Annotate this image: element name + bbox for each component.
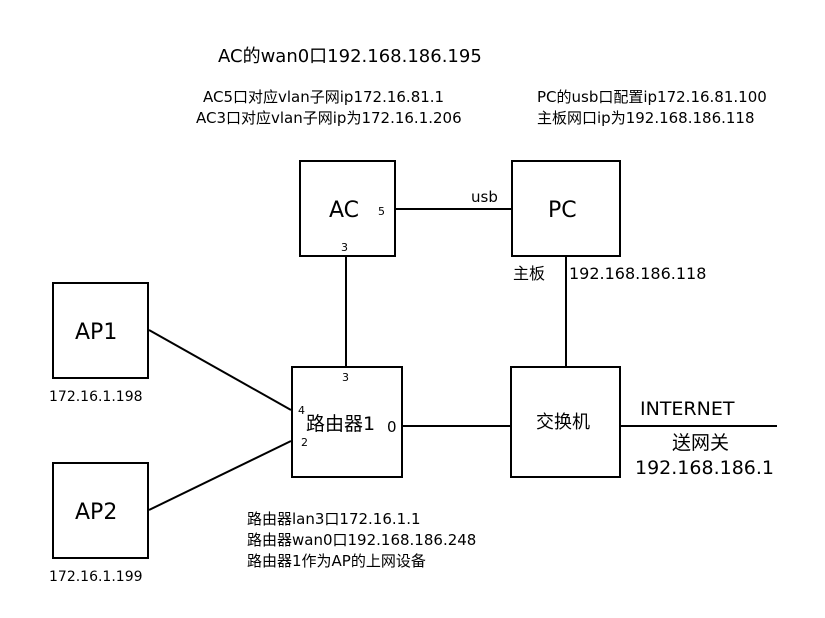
ap2-ip-label: 172.16.1.199 — [49, 569, 143, 585]
pc-label: PC — [548, 198, 577, 223]
router-port-0: 0 — [387, 418, 397, 436]
router-lan-annotation: 路由器lan3口172.16.1.1 — [247, 510, 421, 528]
router-label: 路由器1 — [306, 413, 376, 435]
gateway-ip-label: 192.168.186.1 — [635, 457, 775, 479]
ac-label: AC — [329, 198, 360, 223]
ac-wan-annotation: AC的wan0口192.168.186.195 — [218, 46, 482, 67]
ac-port3-annotation: AC3口对应vlan子网ip为172.16.1.206 — [196, 109, 462, 127]
link-ap1-router — [148, 329, 292, 411]
router-port-3: 3 — [342, 371, 349, 384]
mainboard-label: 主板 — [513, 264, 546, 283]
gateway-label: 送网关 — [672, 432, 730, 454]
ap2-node: AP2 — [52, 462, 149, 559]
pc-node: PC — [511, 160, 621, 257]
ap1-node: AP1 — [52, 282, 149, 379]
pc-board-annotation: 主板网口ip为192.168.186.118 — [537, 109, 755, 127]
pc-board-ip-label: 192.168.186.118 — [569, 264, 707, 283]
router-role-annotation: 路由器1作为AP的上网设备 — [247, 552, 426, 570]
ap1-label: AP1 — [75, 320, 118, 345]
router-node: 路由器1 3 4 2 0 — [291, 366, 403, 478]
router-port-2: 2 — [301, 436, 308, 449]
link-ap2-router — [148, 440, 292, 511]
router-port-4: 4 — [298, 404, 305, 417]
ac-node: AC 5 3 — [299, 160, 396, 257]
pc-usb-annotation: PC的usb口配置ip172.16.81.100 — [537, 88, 767, 106]
usb-link-label: usb — [471, 188, 498, 206]
switch-label: 交换机 — [536, 412, 590, 433]
internet-label: INTERNET — [640, 398, 735, 420]
ap1-ip-label: 172.16.1.198 — [49, 389, 143, 405]
ap2-label: AP2 — [75, 500, 118, 525]
ac-port-5: 5 — [378, 205, 385, 218]
ac-port5-annotation: AC5口对应vlan子网ip172.16.81.1 — [203, 88, 445, 106]
ac-port-3: 3 — [341, 241, 348, 254]
router-wan-annotation: 路由器wan0口192.168.186.248 — [247, 531, 477, 549]
switch-node: 交换机 — [510, 366, 621, 478]
